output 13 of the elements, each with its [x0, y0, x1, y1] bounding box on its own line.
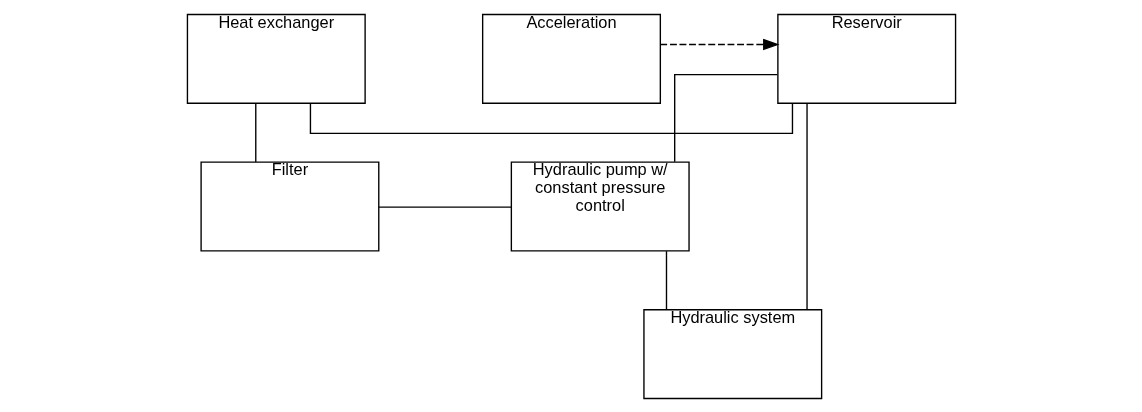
connector — [309, 102, 793, 134]
node-box: Filter — [199, 160, 379, 252]
connector — [254, 102, 256, 163]
node-box: Acceleration — [481, 13, 661, 104]
connector — [377, 206, 512, 208]
connector — [665, 250, 667, 310]
node-box: Reservoir — [776, 13, 956, 104]
node-box: Heat exchanger — [186, 13, 366, 104]
arrow — [659, 38, 779, 50]
node-box: Hydraulic pump w/ constant pressure control — [510, 160, 690, 252]
node-box: Hydraulic system — [642, 308, 822, 399]
connector — [805, 102, 808, 310]
connector — [673, 73, 778, 163]
